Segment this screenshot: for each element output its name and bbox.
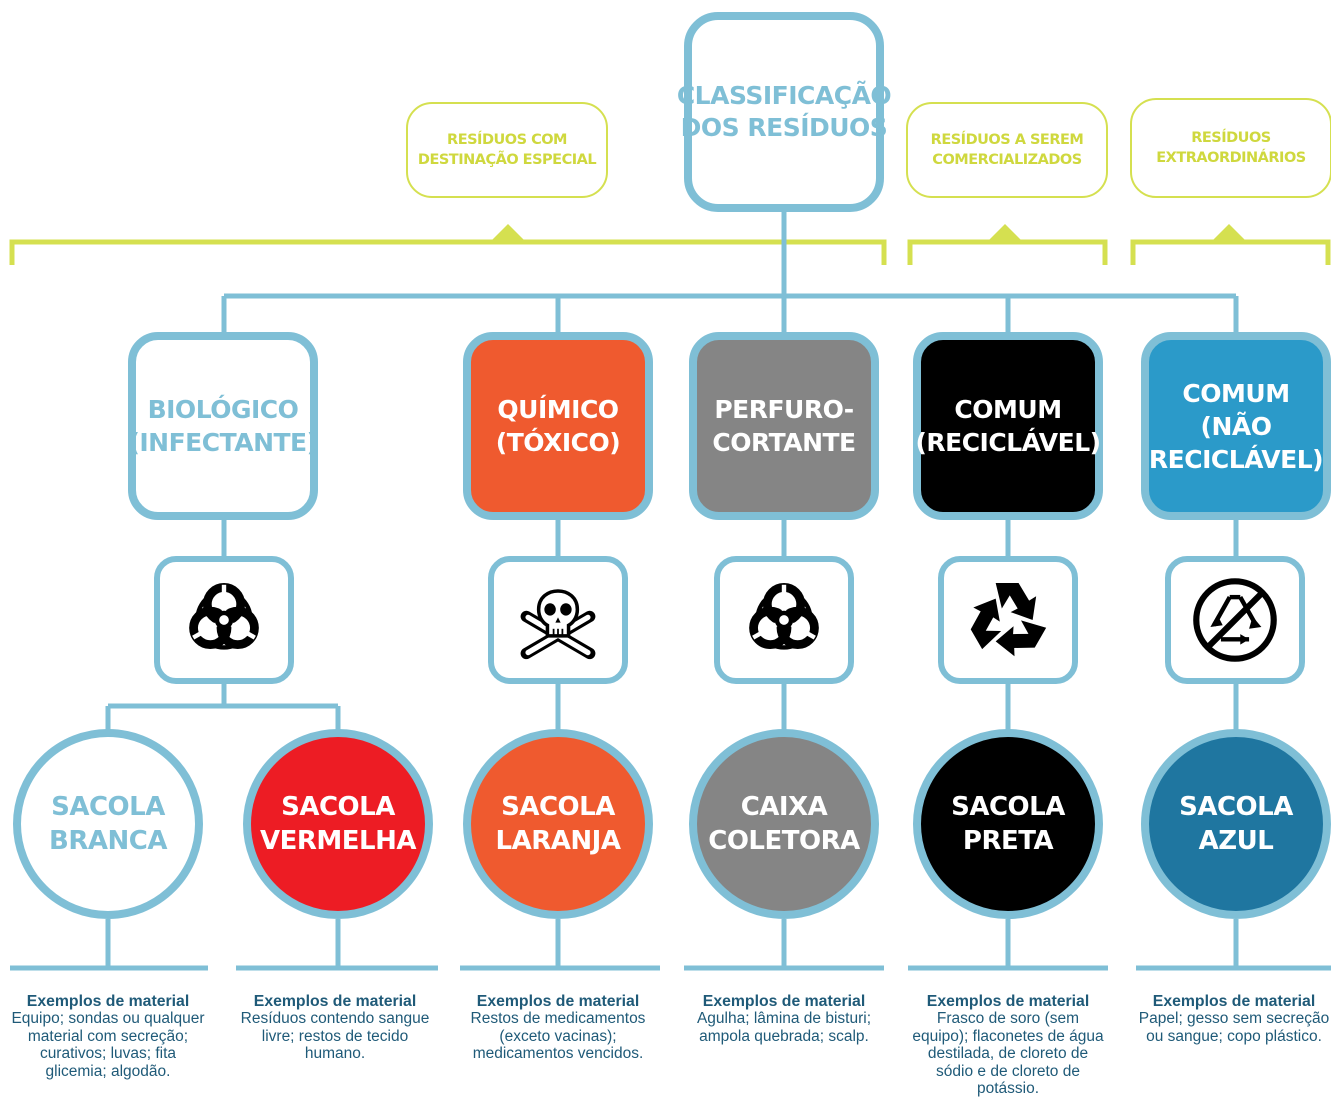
examples-azul: Exemplos de material Papel; gesso sem se… xyxy=(1134,993,1331,1045)
icon-box-comum-reciclavel xyxy=(938,556,1078,684)
examples-title: Exemplos de material xyxy=(1152,993,1316,1010)
examples-title: Exemplos de material xyxy=(253,993,417,1010)
examples-text: Resíduos contendo sangue livre; restos d… xyxy=(240,1010,430,1063)
pointer-extraordinary xyxy=(1211,224,1247,242)
no-recycle-icon xyxy=(1193,578,1277,662)
bag-sacola-preta: SACOLA PRETA xyxy=(913,729,1103,919)
biohazard-icon xyxy=(749,583,819,650)
examples-text: Restos de medicamentos (exceto vacinas);… xyxy=(470,1010,646,1063)
examples-text: Frasco de soro (sem equipo); flaconetes … xyxy=(912,1010,1104,1098)
examples-coletora: Exemplos de material Agulha; lâmina de b… xyxy=(684,993,884,1045)
bag-sacola-vermelha: SACOLA VERMELHA xyxy=(243,729,433,919)
icon-box-biologico xyxy=(154,556,294,684)
recycle-icon xyxy=(964,583,1047,663)
icon-box-comum-nao-reciclavel xyxy=(1165,556,1305,684)
examples-title: Exemplos de material xyxy=(702,993,866,1010)
bracket-special xyxy=(9,239,887,265)
bracket-pointers xyxy=(490,224,1247,242)
category-quimico: QUÍMICO (TÓXICO) xyxy=(463,332,653,520)
examples-branca: Exemplos de material Equipo; sondas ou q… xyxy=(8,993,208,1080)
examples-title: Exemplos de material xyxy=(26,993,190,1010)
bracket-commercial xyxy=(907,239,1108,265)
bag-sacola-laranja: SACOLA LARANJA xyxy=(463,729,653,919)
group-brackets xyxy=(9,239,1331,265)
root-node: CLASSIFICAÇÃO DOS RESÍDUOS xyxy=(677,12,892,212)
group-callout-special: RESÍDUOS COM DESTINAÇÃO ESPECIAL xyxy=(406,102,608,198)
bag-caixa-coletora: CAIXA COLETORA xyxy=(689,729,879,919)
group-callout-extraordinary: RESÍDUOS EXTRAORDINÁRIOS xyxy=(1130,98,1331,198)
examples-text: Equipo; sondas ou qualquer material com … xyxy=(11,1010,205,1080)
pointer-commercial xyxy=(987,224,1023,242)
category-biologico: BIOLÓGICO (INFECTANTE) xyxy=(128,332,318,520)
examples-preta: Exemplos de material Frasco de soro (sem… xyxy=(908,993,1108,1097)
category-perfurocortante: PERFURO- CORTANTE xyxy=(689,332,879,520)
examples-title: Exemplos de material xyxy=(926,993,1090,1010)
examples-laranja: Exemplos de material Restos de medicamen… xyxy=(458,993,658,1063)
tree-lines xyxy=(10,212,1331,971)
bag-sacola-azul: SACOLA AZUL xyxy=(1141,729,1331,919)
examples-text: Agulha; lâmina de bisturi; ampola quebra… xyxy=(696,1010,872,1045)
examples-vermelha: Exemplos de material Resíduos contendo s… xyxy=(235,993,435,1063)
examples-title: Exemplos de material xyxy=(476,993,640,1010)
skull-crossbones-icon xyxy=(520,589,596,660)
bracket-extraordinary xyxy=(1130,239,1331,265)
bag-sacola-branca: SACOLA BRANCA xyxy=(13,729,203,919)
examples-text: Papel; gesso sem secreção ou sangue; cop… xyxy=(1138,1010,1330,1045)
pointer-special xyxy=(490,224,526,242)
category-comum-reciclavel: COMUM (RECICLÁVEL) xyxy=(913,332,1103,520)
category-comum-nao-reciclavel: COMUM (NÃO RECICLÁVEL) xyxy=(1141,332,1331,520)
icon-box-quimico xyxy=(488,556,628,684)
group-callout-commercial: RESÍDUOS A SEREM COMERCIALIZADOS xyxy=(906,102,1108,198)
icon-box-perfurocortante xyxy=(714,556,854,684)
biohazard-icon xyxy=(189,583,259,650)
